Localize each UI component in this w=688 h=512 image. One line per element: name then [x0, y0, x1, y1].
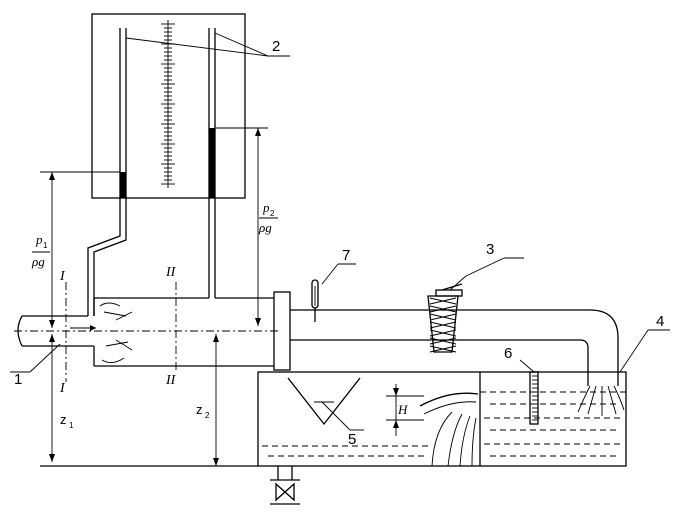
z2-label-sub: 2	[205, 411, 210, 420]
piezometer-2-liquid	[209, 128, 215, 198]
section-I-top: I	[59, 269, 66, 284]
mesh-line	[429, 305, 457, 313]
p2-label-bottom: ρg	[258, 220, 272, 235]
measuring-scale	[161, 20, 175, 188]
label-1: 1	[14, 371, 22, 388]
mesh-strainer: 3	[427, 241, 524, 353]
connecting-tubes	[87, 198, 216, 316]
falling-jet	[577, 385, 625, 416]
section-II-bottom: II	[165, 373, 177, 388]
level-gauge: 6	[504, 345, 539, 425]
z2-label: z	[196, 402, 203, 417]
label-7: 7	[342, 247, 350, 264]
label-5: 5	[348, 431, 356, 448]
label-2: 2	[272, 38, 280, 55]
p2-label-top: p	[262, 200, 270, 215]
p1-label-top: p	[35, 232, 43, 247]
section-I-bottom: I	[59, 381, 66, 396]
mesh-line	[429, 321, 457, 329]
z1-label: z	[60, 412, 67, 427]
mesh-line	[429, 345, 457, 353]
section-lines: I I II II	[59, 265, 177, 396]
mesh-line	[429, 313, 457, 321]
main-pipe	[14, 291, 619, 386]
section-II-top: II	[165, 265, 177, 280]
head-H-label: H	[397, 402, 408, 417]
p2-label-sub: 2	[270, 209, 275, 218]
label-6: 6	[504, 345, 512, 362]
piezometer-1-liquid	[120, 172, 126, 198]
p1-label-bottom: ρg	[31, 254, 45, 269]
measuring-tank: 5 H	[257, 371, 627, 505]
mesh-line	[429, 297, 457, 305]
mesh-line	[429, 329, 457, 337]
label-4: 4	[656, 313, 664, 330]
z1-label-sub: 1	[69, 421, 74, 430]
mesh-line	[429, 337, 457, 345]
p1-label-sub: 1	[43, 241, 48, 250]
dimension-lines	[40, 127, 268, 467]
thermometer: 7	[311, 247, 356, 322]
label-3: 3	[486, 241, 494, 258]
piezometer-board: 2	[91, 13, 290, 199]
